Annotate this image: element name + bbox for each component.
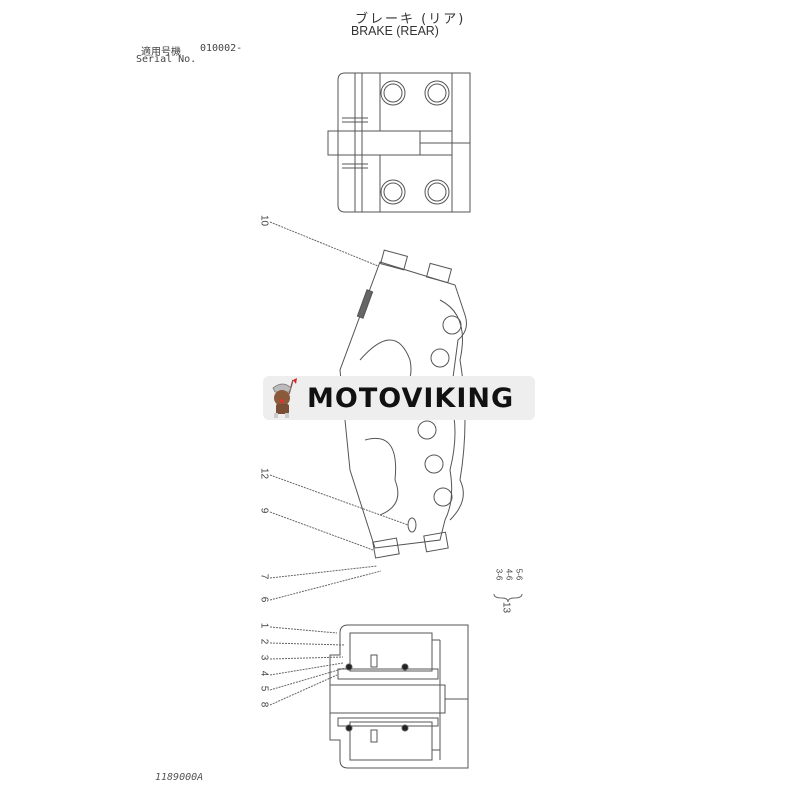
callout-8: 8 bbox=[258, 701, 270, 708]
serial-label-jp: 適用号機 bbox=[141, 47, 181, 58]
callout-12: 12 bbox=[258, 467, 270, 480]
viking-mascot-icon bbox=[263, 376, 303, 420]
brand-name: MOTOVIKING bbox=[307, 382, 515, 414]
callout-2: 2 bbox=[258, 638, 270, 645]
callout-10: 10 bbox=[258, 214, 270, 227]
serial-label-en: Serial No. bbox=[136, 54, 197, 65]
title-japanese: ブレーキ (リア) bbox=[355, 12, 466, 27]
group-number-13: 13 bbox=[500, 601, 512, 614]
callout-6: 6 bbox=[258, 596, 270, 603]
title-english: BRAKE (REAR) bbox=[351, 23, 439, 38]
serial-value: 010002- bbox=[200, 43, 243, 54]
callout-3: 3 bbox=[258, 654, 270, 661]
callout-9: 9 bbox=[258, 507, 270, 514]
watermark-banner: MOTOVIKING bbox=[263, 376, 535, 420]
callout-group-13: 3-6 4-6 5-6 13 bbox=[484, 560, 534, 615]
bracket-icon bbox=[493, 593, 523, 603]
callout-1: 1 bbox=[258, 622, 270, 629]
callout-7: 7 bbox=[258, 573, 270, 580]
bottom-view bbox=[329, 624, 469, 769]
callout-5: 5 bbox=[258, 685, 270, 692]
top-view bbox=[327, 72, 471, 213]
callout-4: 4 bbox=[258, 670, 270, 677]
drawing-number: 1189000A bbox=[155, 772, 204, 783]
side-view bbox=[339, 249, 467, 559]
leader-lines bbox=[269, 221, 409, 706]
